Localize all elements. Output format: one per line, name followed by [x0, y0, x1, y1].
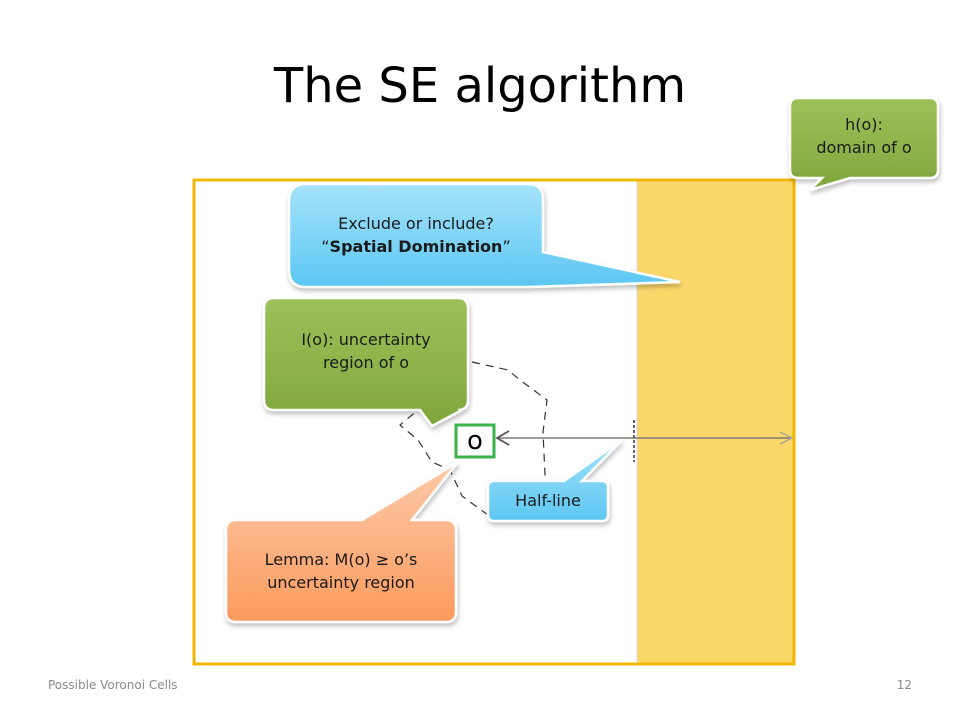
- slide-title: The SE algorithm: [273, 58, 687, 114]
- uncertainty-callout-line1: I(o): uncertainty: [301, 330, 431, 349]
- lemma-callout-line1: Lemma: M(o) ≥ o’s: [264, 550, 418, 569]
- uncertainty-callout: I(o): uncertainty region of o: [264, 328, 468, 374]
- quote-close: ”: [502, 237, 511, 256]
- domain-callout-line1: h(o):: [845, 115, 883, 134]
- halfline-callout-label: Half-line: [515, 491, 581, 510]
- footer-title: Possible Voronoi Cells: [48, 678, 178, 692]
- halfline-callout: Half-line: [488, 489, 608, 512]
- uncertainty-callout-line2: region of o: [323, 353, 409, 372]
- spatial-domination-text: Spatial Domination: [329, 237, 503, 256]
- domain-callout: h(o): domain of o: [790, 113, 938, 159]
- domain-callout-shape: [788, 96, 940, 192]
- uncertainty-region-outline: [399, 361, 548, 516]
- half-line-arrowhead-left: [495, 430, 510, 446]
- halfline-callout-shape: [486, 438, 623, 523]
- half-line-arrowhead-right: [779, 431, 794, 445]
- exclude-callout-shape: [287, 182, 681, 289]
- lemma-callout-shape: [224, 460, 459, 624]
- uncertainty-callout-shape: [262, 296, 470, 428]
- quote-open: “: [321, 237, 330, 256]
- exclude-callout-line1: Exclude or include?: [338, 214, 494, 233]
- lemma-callout: Lemma: M(o) ≥ o’s uncertainty region: [226, 548, 456, 594]
- exclude-callout-line2: “Spatial Domination”: [289, 235, 543, 258]
- object-box: [454, 423, 496, 459]
- page-number: 12: [896, 678, 912, 692]
- exclude-callout: Exclude or include? “Spatial Domination”: [289, 212, 543, 258]
- domain-callout-line2: domain of o: [816, 138, 912, 157]
- object-label: o: [467, 426, 483, 456]
- dominated-region: [637, 181, 793, 663]
- lemma-callout-line2: uncertainty region: [267, 573, 415, 592]
